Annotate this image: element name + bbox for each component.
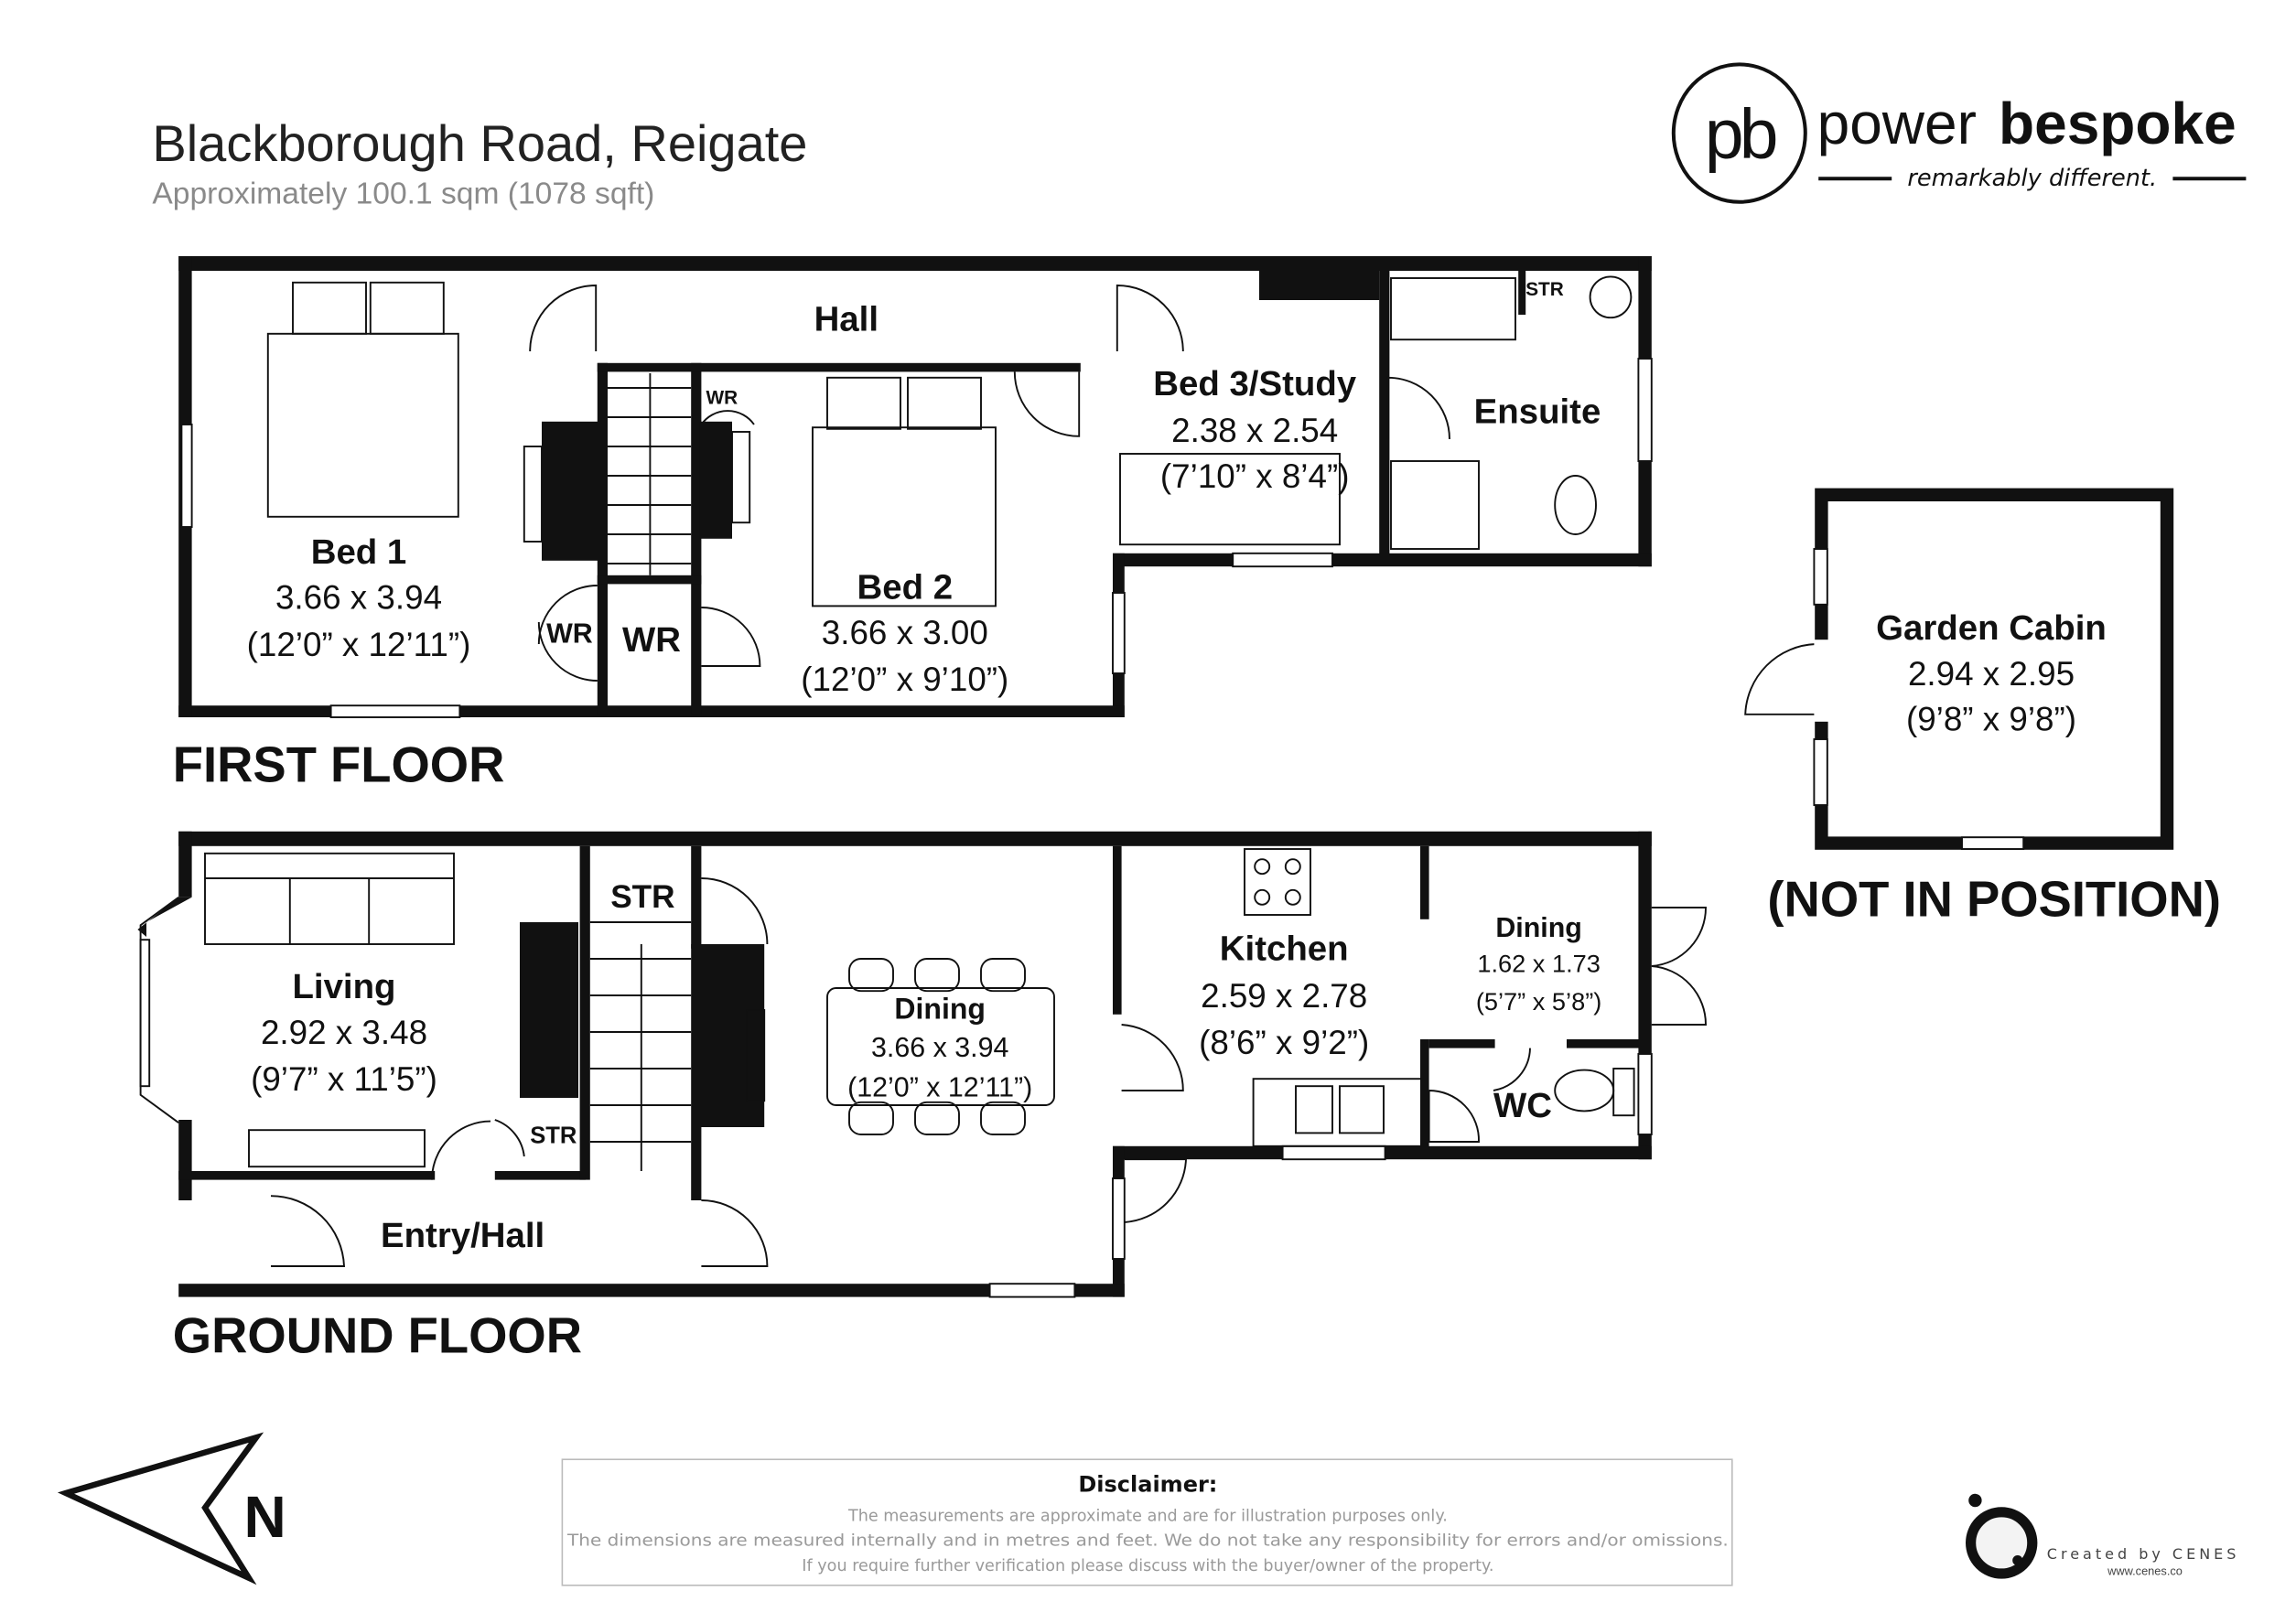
room-imperial-kitchen: (8’6” x 9’2”) bbox=[1199, 1024, 1369, 1061]
room-metric-dining: 3.66 x 3.94 bbox=[871, 1032, 1008, 1063]
disclaimer-line: The measurements are approximate and are… bbox=[847, 1507, 1448, 1525]
room-imperial-garden-cabin: (9’8” x 9’8”) bbox=[1906, 700, 2076, 737]
first-floor-walls bbox=[178, 256, 1653, 718]
room-label-str: STR bbox=[1525, 279, 1564, 300]
disclaimer-box bbox=[561, 1458, 1733, 1586]
logo-brand-bold: bespoke bbox=[1999, 91, 2237, 156]
logo-tagline: remarkably different. bbox=[1907, 165, 2157, 192]
logo-monogram: pb bbox=[1705, 95, 1776, 174]
room-imperial-bed3: (7’10” x 8’4”) bbox=[1160, 457, 1350, 495]
room-label-dining2: Dining bbox=[1495, 912, 1582, 943]
room-metric-living: 2.92 x 3.48 bbox=[261, 1014, 427, 1051]
room-label-ensuite: Ensuite bbox=[1474, 392, 1601, 431]
disclaimer-line: If you require further verification plea… bbox=[802, 1557, 1493, 1575]
room-label-bed3: Bed 3/Study bbox=[1153, 364, 1357, 403]
room-label-hall: Hall bbox=[814, 300, 879, 339]
credit-url: www.cenes.co bbox=[2107, 1564, 2183, 1578]
room-label-str: STR bbox=[610, 879, 674, 915]
disclaimer-line: The dimensions are measured internally a… bbox=[566, 1532, 1729, 1551]
room-label-garden-cabin: Garden Cabin bbox=[1876, 608, 2107, 648]
room-label-living: Living bbox=[292, 967, 395, 1006]
first-floor-label: FIRST FLOOR bbox=[173, 736, 505, 792]
room-label-entry: Entry/Hall bbox=[381, 1216, 544, 1255]
page-subtitle: Approximately 100.1 sqm (1078 sqft) bbox=[152, 177, 654, 210]
room-metric-bed3: 2.38 x 2.54 bbox=[1171, 412, 1338, 449]
room-label-dining: Dining bbox=[894, 993, 986, 1026]
furniture bbox=[204, 848, 1635, 1168]
room-imperial-bed2: (12’0” x 9’10”) bbox=[801, 661, 1008, 698]
room-imperial-dining2: (5’7” x 5’8”) bbox=[1476, 987, 1601, 1016]
page-title: Blackborough Road, Reigate bbox=[152, 114, 807, 172]
bed-furniture bbox=[266, 275, 1633, 607]
garden-cabin-walls bbox=[1744, 488, 2174, 850]
room-metric-garden-cabin: 2.94 x 2.95 bbox=[1908, 655, 2075, 693]
compass-label: N bbox=[243, 1484, 286, 1550]
room-label-wr: WR bbox=[622, 620, 681, 660]
ground-floor-walls bbox=[137, 831, 1707, 1298]
room-imperial-living: (9’7” x 11’5”) bbox=[251, 1060, 437, 1098]
room-label-wr: WR bbox=[546, 618, 593, 649]
room-label-kitchen: Kitchen bbox=[1220, 930, 1349, 969]
not-in-position-note: (NOT IN POSITION) bbox=[1767, 872, 2221, 928]
room-imperial-bed1: (12’0” x 12’11”) bbox=[247, 626, 471, 663]
logo-brand-light: power bbox=[1817, 91, 1977, 156]
room-metric-bed1: 3.66 x 3.94 bbox=[275, 579, 442, 617]
cenes-logo bbox=[1966, 1493, 2038, 1579]
disclaimer-title: Disclaimer: bbox=[1078, 1471, 1217, 1497]
credit-text: Created by CENES bbox=[2047, 1545, 2240, 1563]
powerbespoke-logo: pb power bespoke remarkably different. bbox=[1671, 62, 2247, 204]
room-label-wr: WR bbox=[706, 388, 738, 409]
north-arrow-icon bbox=[57, 1432, 264, 1585]
room-label-bed2: Bed 2 bbox=[857, 567, 954, 607]
room-metric-dining2: 1.62 x 1.73 bbox=[1477, 949, 1601, 977]
room-metric-kitchen: 2.59 x 2.78 bbox=[1201, 977, 1367, 1015]
room-metric-bed2: 3.66 x 3.00 bbox=[822, 614, 988, 651]
room-imperial-dining: (12’0” x 12’11”) bbox=[847, 1071, 1032, 1102]
room-label-str: STR bbox=[530, 1123, 577, 1149]
room-label-wc: WC bbox=[1493, 1086, 1552, 1125]
room-label-bed1: Bed 1 bbox=[311, 532, 407, 572]
ground-floor-label: GROUND FLOOR bbox=[173, 1307, 582, 1363]
